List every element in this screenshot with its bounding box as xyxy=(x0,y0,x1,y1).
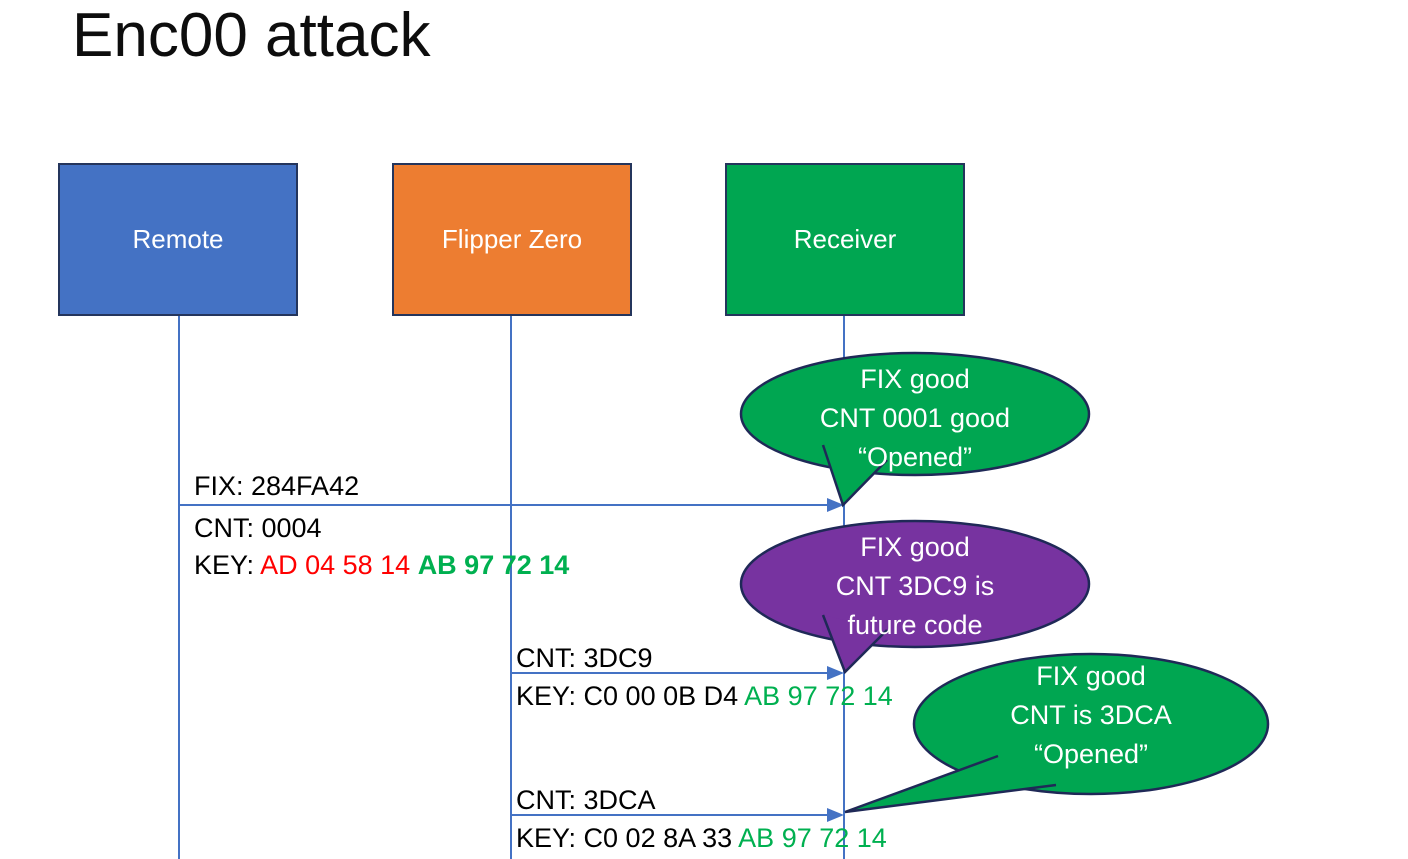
callout2-text: FIX good CNT 3DC9 is future code xyxy=(745,528,1085,645)
message1-key-green-bytes: AB 97 72 14 xyxy=(417,550,570,580)
message2-key-prefix: KEY: C0 00 0B D4 xyxy=(516,681,745,711)
callout2-ellipse xyxy=(739,519,1091,649)
message2-arrow-line xyxy=(511,672,829,674)
lifeline-flipper-zero xyxy=(510,316,512,859)
message3-arrow-line xyxy=(511,814,829,816)
callout1-tail xyxy=(821,444,888,508)
message1-arrowhead xyxy=(827,498,844,512)
message1-key-prefix: KEY: xyxy=(194,550,261,580)
actor-box-receiver: Receiver xyxy=(725,163,965,316)
callout3-text: FIX good CNT is 3DCA “Opened” xyxy=(918,657,1264,774)
callout2-line2: CNT 3DC9 is xyxy=(835,571,995,601)
callout2-line1: FIX good xyxy=(860,532,970,562)
actor-label-remote: Remote xyxy=(132,224,224,254)
callout1-ellipse xyxy=(739,351,1091,477)
actor-label-receiver: Receiver xyxy=(793,224,897,254)
callout1-line3: “Opened” xyxy=(857,442,973,472)
message1-key-red-bytes: AD 04 58 14 xyxy=(260,550,418,580)
lifeline-remote xyxy=(178,316,180,859)
actor-box-flipper-zero: Flipper Zero xyxy=(392,163,632,316)
message3-key-prefix: KEY: C0 02 8A 33 xyxy=(516,823,739,853)
callout2-bubble xyxy=(739,519,1091,675)
callout3-line2: CNT is 3DCA xyxy=(1010,700,1172,730)
message2-arrowhead xyxy=(827,666,844,680)
callout3-tail xyxy=(844,754,1057,814)
message2-cnt-label: CNT: 3DC9 xyxy=(516,643,653,673)
message1-fix-label: FIX: 284FA42 xyxy=(194,471,360,501)
message3-arrowhead xyxy=(827,808,844,822)
actor-label-flipper-zero: Flipper Zero xyxy=(441,224,583,254)
message1-arrow-line xyxy=(179,504,829,506)
callout1-line1: FIX good xyxy=(860,364,970,394)
message3-key-label: KEY: C0 02 8A 33 AB 97 72 14 xyxy=(516,820,887,857)
message2-key-label: KEY: C0 00 0B D4 AB 97 72 14 xyxy=(516,678,893,715)
callout3-line3: “Opened” xyxy=(1033,739,1149,769)
message1-cnt-label: CNT: 0004 xyxy=(194,513,322,543)
callout2-tail xyxy=(821,614,888,675)
callout3-bubble xyxy=(844,652,1270,814)
callout1-line2: CNT 0001 good xyxy=(819,403,1011,433)
callout1-text: FIX good CNT 0001 good “Opened” xyxy=(745,360,1085,477)
callout2-line3: future code xyxy=(847,610,983,640)
callout3-line1: FIX good xyxy=(1036,661,1146,691)
message1-detail: CNT: 0004 KEY: AD 04 58 14 AB 97 72 14 xyxy=(194,510,569,584)
message3-cnt-label: CNT: 3DCA xyxy=(516,785,656,815)
message2-key-green-bytes: AB 97 72 14 xyxy=(744,681,893,711)
message3-key-green-bytes: AB 97 72 14 xyxy=(738,823,887,853)
message1-key-label: KEY: AD 04 58 14 AB 97 72 14 xyxy=(194,547,569,584)
actor-box-remote: Remote xyxy=(58,163,298,316)
callout1-bubble xyxy=(739,351,1091,508)
page-title: Enc00 attack xyxy=(72,1,431,70)
